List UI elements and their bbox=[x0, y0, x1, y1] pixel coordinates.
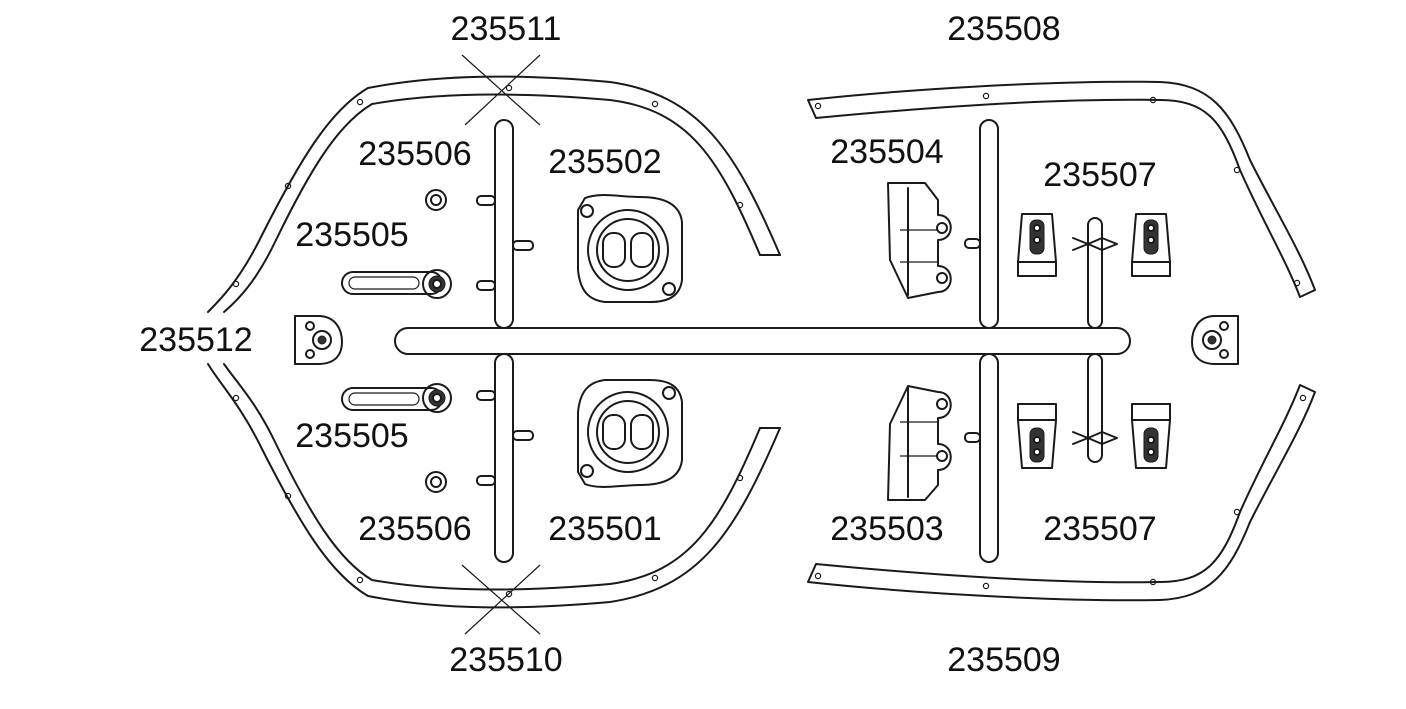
bracket-part-top bbox=[887, 182, 952, 299]
clip-part-bottom-left bbox=[1017, 403, 1057, 469]
label-235503: 235503 bbox=[830, 510, 943, 548]
bumper-bar-top-right bbox=[807, 80, 1316, 298]
bumper-arc-bottom-left bbox=[207, 363, 781, 609]
cover-plate-bottom bbox=[577, 379, 683, 488]
cover-plate-top bbox=[577, 194, 683, 303]
label-235509: 235509 bbox=[947, 641, 1060, 679]
label-235501: 235501 bbox=[548, 510, 661, 548]
mount-block-left bbox=[294, 315, 343, 365]
label-235505-top: 235505 bbox=[295, 216, 408, 254]
label-235511: 235511 bbox=[451, 10, 562, 48]
label-235504: 235504 bbox=[830, 133, 943, 171]
label-235512: 235512 bbox=[139, 321, 252, 359]
arm-link-top bbox=[341, 269, 452, 299]
sprue-runners bbox=[394, 119, 1131, 563]
label-235506-bottom: 235506 bbox=[358, 510, 471, 548]
clip-part-bottom-right bbox=[1131, 403, 1171, 469]
bracket-part-bottom bbox=[887, 385, 952, 501]
label-235506-top: 235506 bbox=[358, 135, 471, 173]
bumper-bar-bottom-right bbox=[807, 384, 1316, 602]
label-235508: 235508 bbox=[947, 10, 1060, 48]
label-235510: 235510 bbox=[449, 641, 562, 679]
bumper-arc-top-left bbox=[207, 75, 781, 313]
arm-link-bottom bbox=[341, 383, 452, 413]
clip-part-top-left bbox=[1017, 213, 1057, 277]
leader-lines bbox=[461, 54, 541, 635]
clip-part-top-right bbox=[1131, 213, 1171, 277]
label-235505-bottom: 235505 bbox=[295, 417, 408, 455]
label-235507-top: 235507 bbox=[1043, 156, 1156, 194]
washer-part-bottom bbox=[425, 471, 447, 493]
label-235502: 235502 bbox=[548, 143, 661, 181]
label-235507-bottom: 235507 bbox=[1043, 510, 1156, 548]
washer-part-top bbox=[425, 189, 447, 211]
mount-block-right bbox=[1191, 315, 1239, 365]
